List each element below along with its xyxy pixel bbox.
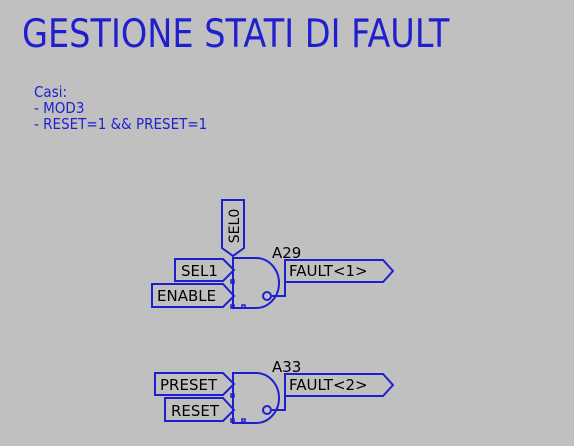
notes-heading: Casi:: [34, 83, 68, 101]
label-reset: RESET: [171, 402, 220, 420]
gate-a29-bubble: [262, 291, 272, 301]
label-fault1: FAULT<1>: [289, 262, 368, 280]
port-sel0[interactable]: [221, 199, 245, 258]
page-title: GESTIONE STATI DI FAULT: [22, 12, 450, 57]
notes-item: - RESET=1 && PRESET=1: [34, 115, 208, 133]
gate-a33-bubble: [262, 405, 272, 415]
port-fault2[interactable]: [284, 373, 395, 397]
notes-item: - MOD3: [34, 99, 85, 117]
pin-mark: [230, 418, 235, 423]
port-sel1[interactable]: [174, 258, 236, 282]
port-fault1[interactable]: [284, 259, 395, 283]
label-sel1: SEL1: [181, 262, 218, 280]
gate-a29-body: [232, 257, 280, 309]
port-enable[interactable]: [151, 283, 236, 308]
label-sel0: SEL0: [227, 209, 243, 243]
pin-mark: [230, 393, 235, 398]
label-fault2: FAULT<2>: [289, 376, 368, 394]
gate-a33-body: [232, 372, 280, 424]
gate-ref-a33: A33: [272, 358, 301, 376]
pin-mark: [230, 304, 235, 309]
pin-mark: [241, 304, 246, 309]
port-preset[interactable]: [154, 372, 236, 396]
pin-mark: [230, 279, 235, 284]
label-preset: PRESET: [160, 376, 218, 394]
pin-mark: [241, 418, 246, 423]
gate-ref-a29: A29: [272, 244, 301, 262]
label-enable: ENABLE: [157, 287, 216, 305]
port-reset[interactable]: [164, 397, 236, 422]
notes-block: Casi: - MOD3 - RESET=1 && PRESET=1: [34, 84, 207, 132]
